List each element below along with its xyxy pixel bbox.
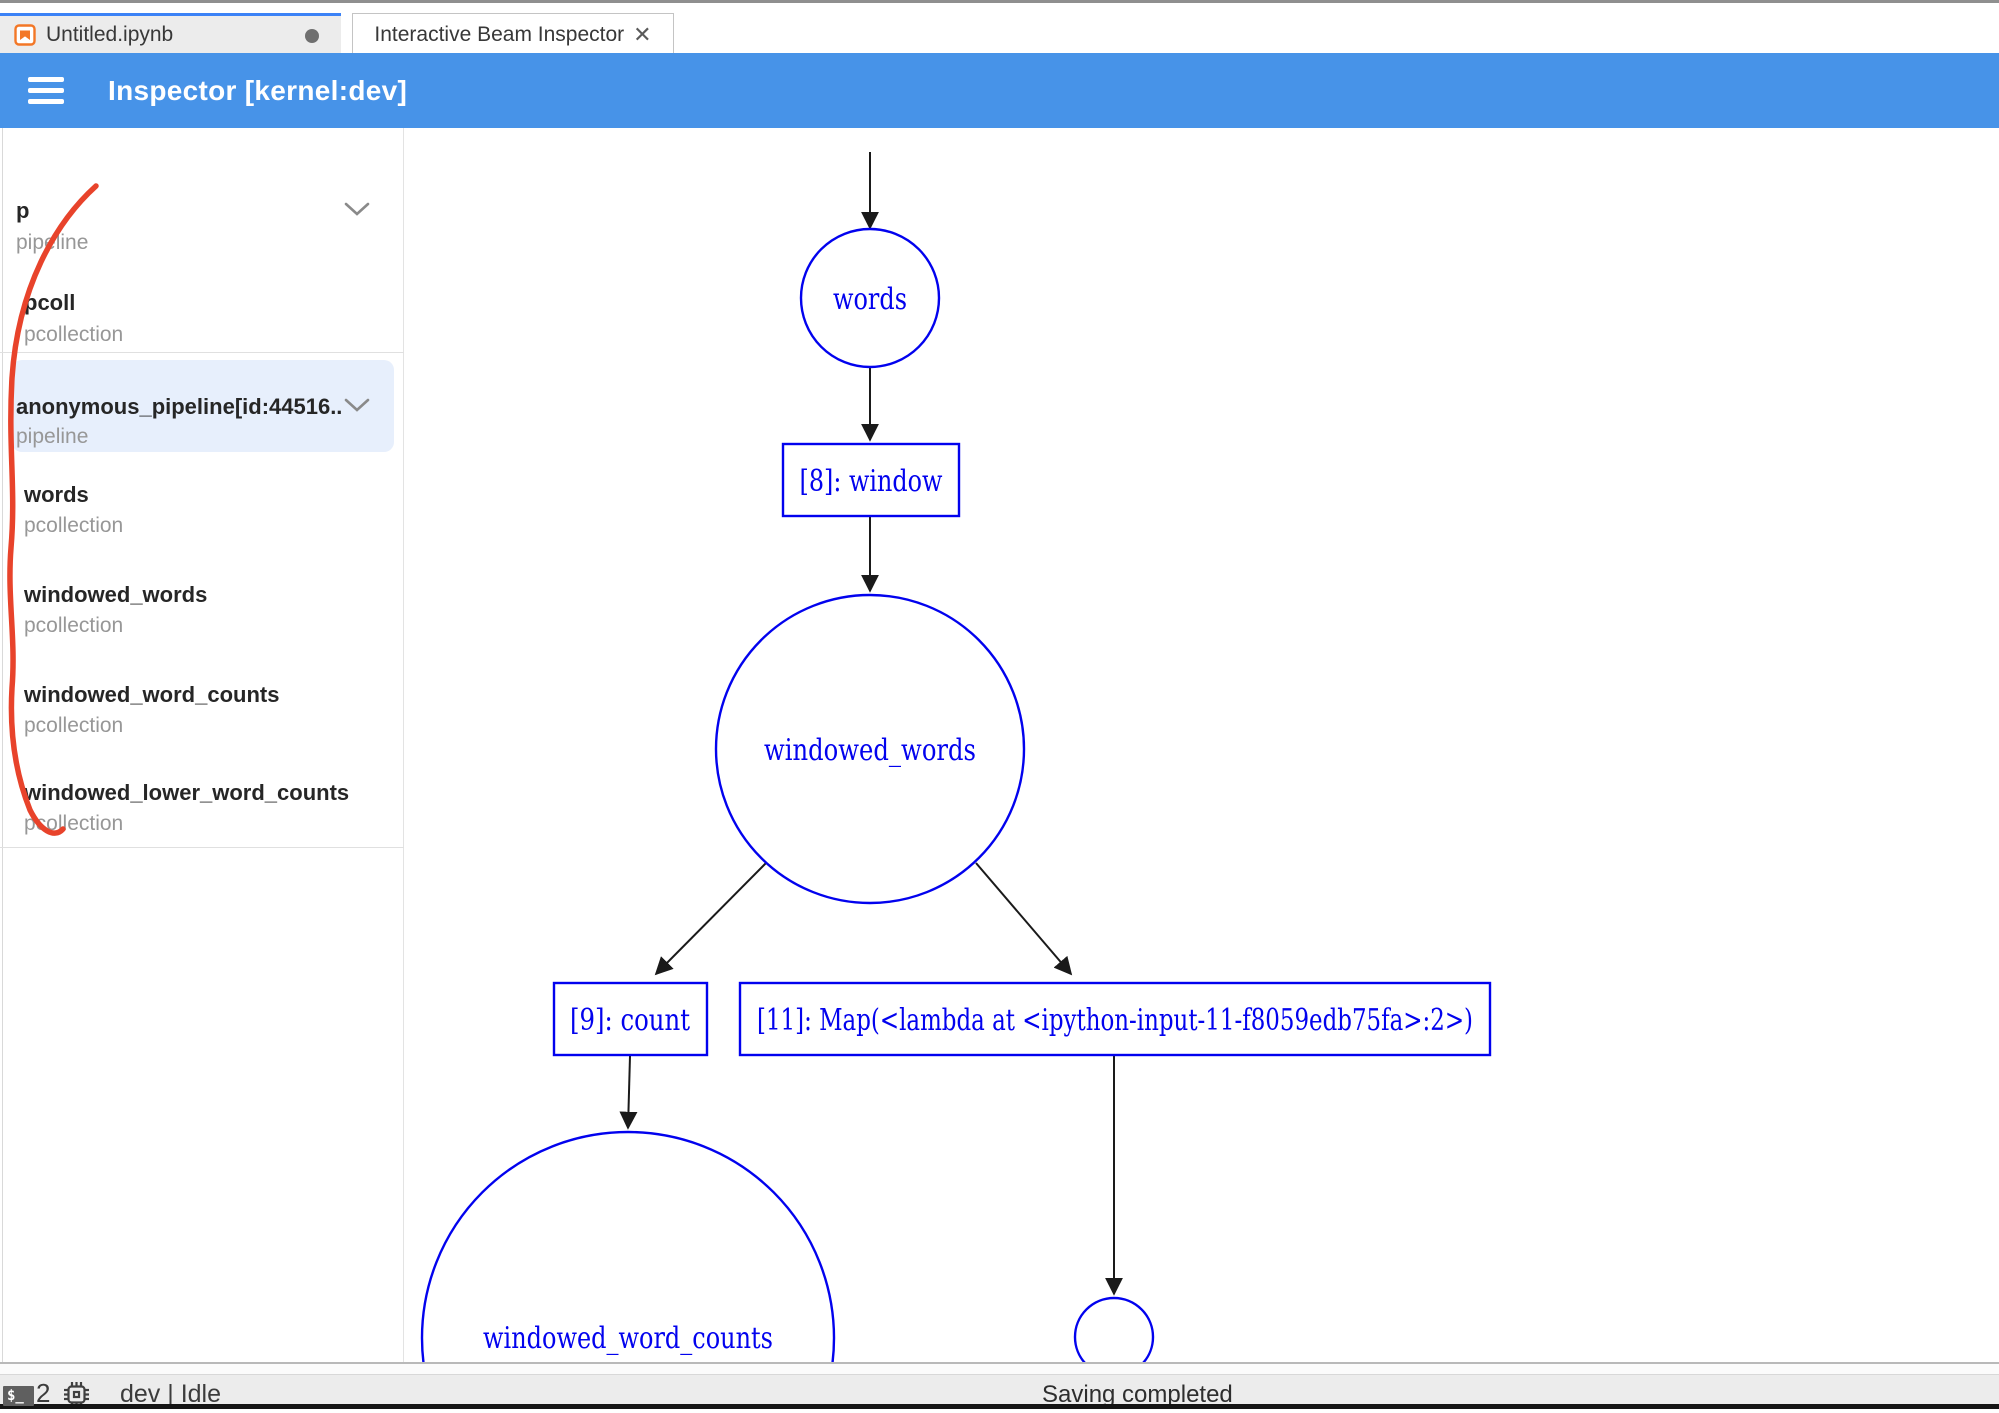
sidebar-divider — [0, 352, 404, 353]
sidebar-item-type: pipeline — [16, 425, 89, 448]
node-label: windowed_words — [764, 733, 976, 768]
page-title: Inspector [kernel:dev] — [108, 74, 408, 106]
menu-icon[interactable] — [28, 77, 64, 104]
sidebar-item-type: pipeline — [16, 231, 89, 254]
statusbar-gap — [0, 1364, 1999, 1374]
edge-windowed-words-to-map — [975, 862, 1073, 976]
sidebar-item-type: pcollection — [24, 614, 124, 637]
terminal-icon[interactable]: $_ — [3, 1386, 34, 1406]
node-label: words — [833, 282, 907, 317]
sidebar-item-type: pcollection — [24, 323, 124, 346]
tab-untitled-notebook[interactable]: Untitled.ipynb — [0, 13, 341, 53]
sidebar-item-windowed-words[interactable]: windowed_words — [24, 582, 208, 607]
sidebar-item-pipeline-p[interactable]: p — [16, 198, 30, 223]
dock-tab-bar: Untitled.ipynb Interactive Beam Inspecto… — [0, 3, 1999, 56]
close-icon[interactable]: ✕ — [633, 22, 652, 47]
node-windowed-words[interactable]: windowed_words — [714, 593, 1026, 905]
chevron-down-icon[interactable] — [344, 202, 370, 222]
pipeline-graph: words [8]: window windowed_words [9]: co… — [420, 152, 1492, 1363]
tab-label: Untitled.ipynb — [46, 22, 174, 46]
sidebar-divider — [0, 847, 404, 848]
node-label: [11]: Map(<lambda at <ipython-input-11-f… — [757, 1003, 1473, 1038]
node-label: windowed_word_counts — [483, 1321, 773, 1356]
sidebar-item-type: pcollection — [24, 514, 124, 537]
chevron-down-icon[interactable] — [344, 398, 370, 418]
node-window-transform[interactable]: [8]: window — [781, 442, 961, 518]
node-label: [8]: window — [800, 464, 943, 499]
window-top-edge — [0, 0, 1999, 3]
tab-interactive-beam-inspector[interactable]: Interactive Beam Inspector ✕ — [352, 13, 674, 56]
sidebar-item-type: pcollection — [24, 714, 124, 737]
inspector-header: Inspector [kernel:dev] — [0, 53, 1999, 128]
content-bottom-border — [0, 1362, 1999, 1364]
status-bar — [0, 1374, 1999, 1404]
sidebar-left-border — [2, 128, 3, 1362]
notebook-icon — [14, 23, 36, 46]
unsaved-indicator-dot — [305, 29, 319, 43]
sidebar-item-windowed-lower-word-counts[interactable]: windowed_lower_word_counts — [24, 780, 350, 805]
edge-count-to-windowed-word-counts — [619, 1055, 638, 1130]
sidebar-item-type: pcollection — [24, 812, 124, 835]
sidebar-item-windowed-word-counts[interactable]: windowed_word_counts — [24, 682, 280, 707]
terminal-count: 2 — [36, 1378, 51, 1408]
sidebar-item-words[interactable]: words — [24, 482, 89, 507]
node-count-transform[interactable]: [9]: count — [552, 981, 709, 1057]
sidebar-item-anonymous-pipeline[interactable]: anonymous_pipeline[id:44516... — [16, 394, 342, 419]
node-map-transform[interactable]: [11]: Map(<lambda at <ipython-input-11-f… — [738, 981, 1492, 1057]
save-status-message: Saving completed — [1042, 1381, 1233, 1408]
window-bottom-edge — [0, 1404, 1999, 1409]
node-windowed-word-counts[interactable]: windowed_word_counts — [420, 1130, 836, 1363]
kernel-status: dev | Idle — [120, 1380, 222, 1408]
tab-label: Interactive Beam Inspector — [374, 23, 625, 46]
node-windowed-lower-word-counts[interactable] — [1073, 1296, 1155, 1363]
sidebar-item-pcoll[interactable]: pcoll — [24, 290, 76, 315]
node-words[interactable]: words — [799, 227, 941, 369]
edge-windowed-words-to-count — [654, 862, 767, 976]
node-label: [9]: count — [570, 1003, 690, 1038]
